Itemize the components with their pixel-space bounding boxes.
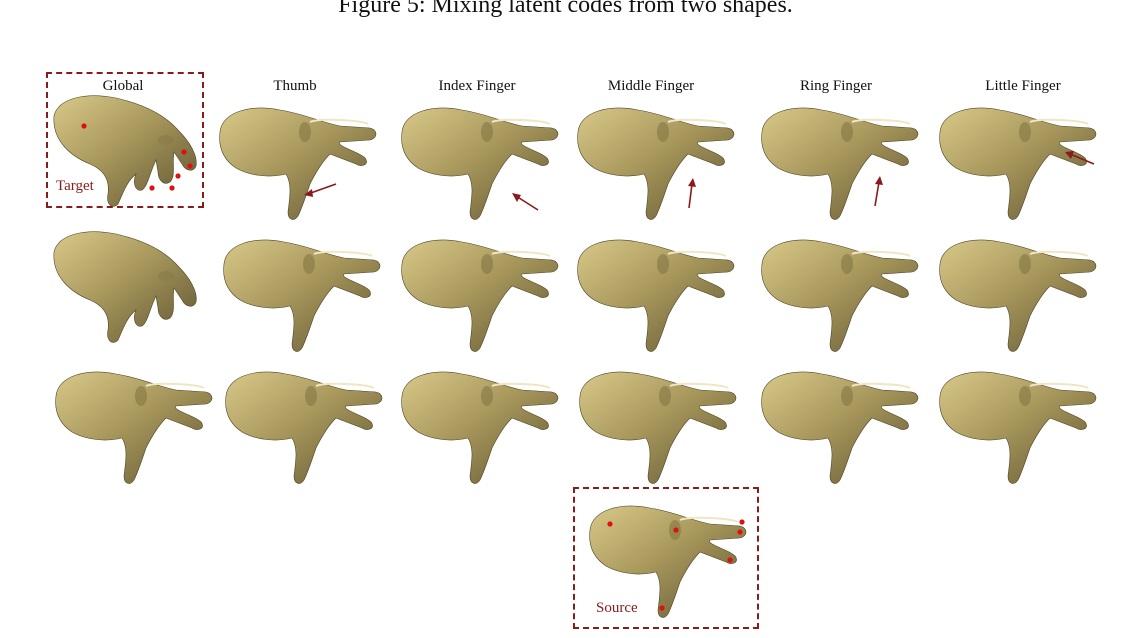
hand-render — [570, 356, 740, 496]
hand-render — [568, 92, 738, 232]
column-label-middle-finger: Middle Finger — [607, 78, 695, 94]
column-label-ring-finger: Ring Finger — [799, 78, 873, 94]
keypoint — [175, 173, 181, 179]
hand-render — [580, 490, 750, 630]
column-label-global: Global — [102, 78, 144, 94]
arrow-icon — [304, 183, 337, 197]
hand-render — [752, 92, 922, 232]
arrow-icon — [1065, 151, 1095, 165]
column-label-index-finger: Index Finger — [438, 78, 516, 94]
hand-render — [930, 356, 1100, 496]
keypoint — [149, 185, 155, 191]
source-label: Source — [596, 600, 638, 616]
keypoint — [181, 149, 187, 155]
hand-render — [392, 356, 562, 496]
keypoint — [739, 519, 745, 525]
keypoint — [659, 605, 665, 611]
hand-render — [46, 84, 216, 224]
hand-render — [930, 224, 1100, 364]
keypoint — [81, 123, 87, 129]
arrow-icon — [874, 176, 883, 207]
keypoint — [673, 527, 679, 533]
column-label-thumb: Thumb — [273, 78, 317, 94]
hand-render — [214, 224, 384, 364]
figure-caption: Figure 5: Mixing latent codes from two s… — [338, 0, 793, 18]
keypoint — [187, 163, 193, 169]
arrow-icon — [512, 193, 539, 211]
hand-render — [210, 92, 380, 232]
keypoint — [727, 557, 733, 563]
hand-render — [752, 224, 922, 364]
hand-render — [46, 220, 216, 360]
keypoint — [169, 185, 175, 191]
keypoint — [737, 529, 743, 535]
target-box — [46, 72, 204, 208]
hand-render — [752, 356, 922, 496]
target-label: Target — [56, 178, 94, 194]
column-label-little-finger: Little Finger — [985, 78, 1061, 94]
keypoint — [607, 521, 613, 527]
hand-render — [46, 356, 216, 496]
hand-render — [216, 356, 386, 496]
source-box — [573, 487, 759, 629]
arrow-icon — [688, 178, 696, 209]
hand-render — [568, 224, 738, 364]
hand-render — [392, 224, 562, 364]
